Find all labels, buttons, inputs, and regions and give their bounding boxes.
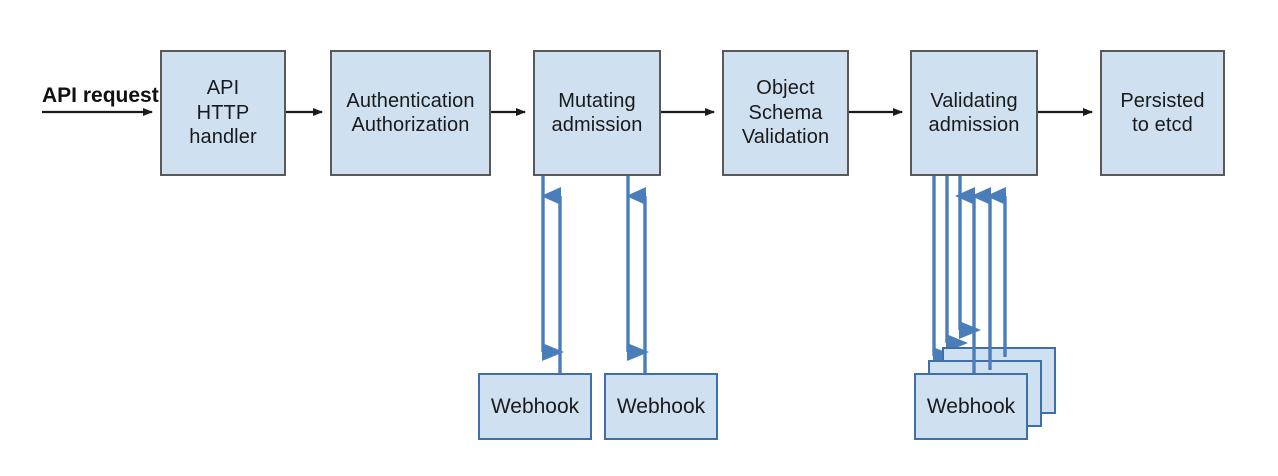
blue-arrows-validating-down xyxy=(932,176,981,365)
node-object-schema-validation[interactable]: Object Schema Validation xyxy=(722,50,849,176)
label-api-request: API request xyxy=(42,84,159,107)
blue-arrows-mutating-webhook-2 xyxy=(626,176,649,374)
blue-arrows-mutating-webhook-1 xyxy=(541,176,564,374)
node-persisted-to-etcd[interactable]: Persisted to etcd xyxy=(1100,50,1225,176)
webhook-validating-front[interactable]: Webhook xyxy=(914,373,1028,440)
webhook-mutating-1[interactable]: Webhook xyxy=(478,373,592,440)
webhook-mutating-2[interactable]: Webhook xyxy=(604,373,718,440)
node-authentication-authorization[interactable]: Authentication Authorization xyxy=(330,50,491,176)
node-mutating-admission[interactable]: Mutating admission xyxy=(533,50,661,176)
node-api-http-handler[interactable]: API HTTP handler xyxy=(160,50,286,176)
node-validating-admission[interactable]: Validating admission xyxy=(910,50,1038,176)
